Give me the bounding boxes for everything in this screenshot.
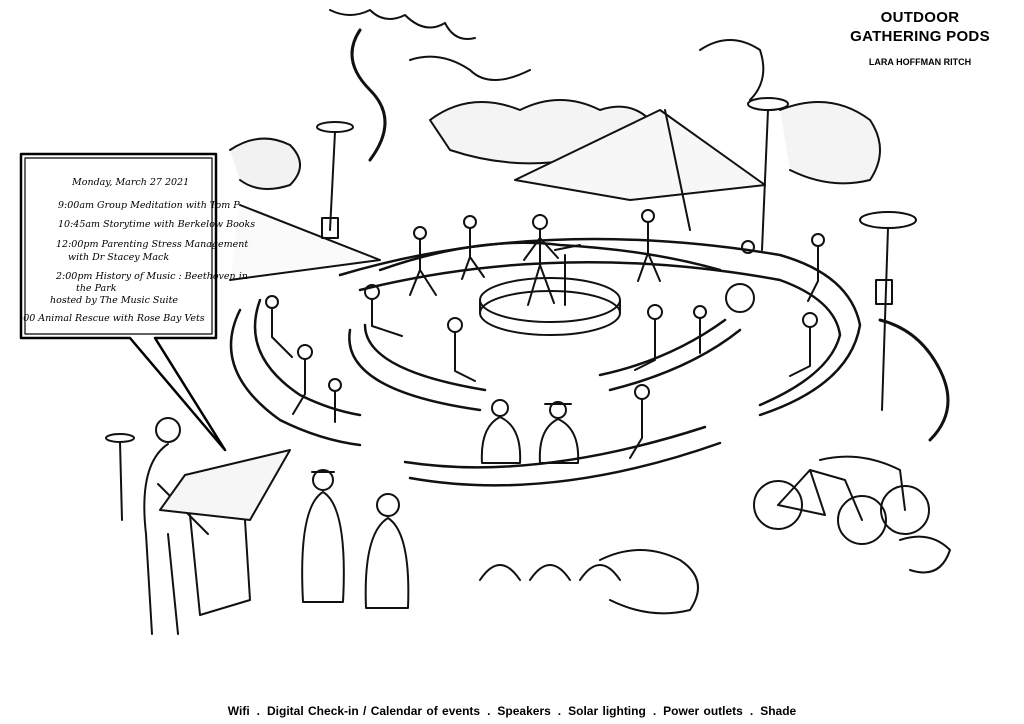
shade-sail [229, 109, 766, 281]
people [143, 209, 825, 635]
features-footer: Wifi. Digital Check-in / Calendar of even… [0, 704, 1024, 718]
title-line-2: GATHERING PODS [850, 28, 990, 45]
calendar-board [19, 152, 227, 452]
event-line: with Dr Stacey Mack [68, 252, 170, 263]
foliage [229, 9, 951, 615]
feature-separator: . [256, 704, 261, 718]
bicycles [753, 455, 930, 545]
solar-light-poles [105, 97, 917, 521]
feature-solar-lighting: Solar lighting [568, 704, 646, 718]
event-calendar: Monday, March 27 2021 9:00am Group Medit… [20, 153, 255, 339]
event-line: hosted by The Music Suite [50, 295, 179, 306]
event-line: 9:00am Group Meditation with Tom P [58, 200, 240, 211]
event-line: 2:00pm History of Music : Beethoven in [56, 271, 248, 282]
event-line: 12:00pm Parenting Stress Management [56, 239, 249, 250]
event-line: the Park [76, 283, 117, 294]
feature-shade: Shade [760, 704, 797, 718]
event-line: 10:45am Storytime with Berkelow Books [58, 219, 256, 230]
bench-rings [229, 237, 862, 487]
feature-power-outlets: Power outlets [663, 704, 743, 718]
title-line-1: OUTDOOR [880, 9, 960, 26]
event-line: :00 Animal Rescue with Rose Bay Vets [20, 313, 205, 324]
author-name: LARA HOFFMAN RITCH [868, 57, 972, 67]
feature-separator: . [749, 704, 754, 718]
feature-separator: . [487, 704, 491, 718]
check-in-kiosk [159, 449, 291, 616]
feature-speakers: Speakers [497, 704, 551, 718]
calendar-date: Monday, March 27 2021 [72, 177, 190, 188]
feature-separator: . [557, 704, 562, 718]
page-title: OUTDOOR GATHERING PODS [830, 8, 1010, 46]
feature-check-in: Digital Check-in / Calendar of events [267, 704, 481, 718]
feature-wifi: Wifi [227, 704, 250, 718]
feature-separator: . [652, 704, 657, 718]
